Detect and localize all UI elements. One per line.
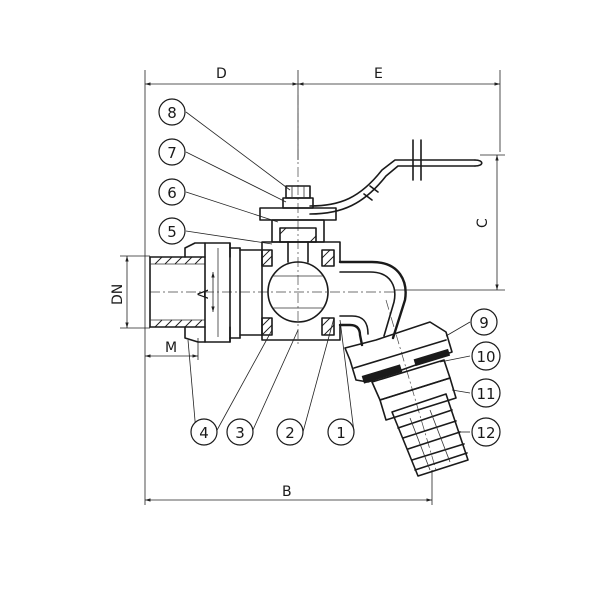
dim-label-c: C: [475, 218, 491, 228]
hose-connector: [344, 321, 469, 477]
svg-text:9: 9: [479, 314, 489, 332]
svg-text:7: 7: [167, 144, 177, 162]
part-label-2: 2: [276, 418, 304, 446]
dimension-lines: [120, 70, 505, 505]
dim-label-dn: DN: [110, 284, 126, 305]
dim-label-b: B: [282, 484, 292, 500]
center-axes: [150, 95, 437, 471]
part-label-9: 9: [470, 308, 498, 336]
part-label-5: 5: [158, 217, 186, 245]
svg-text:11: 11: [476, 385, 495, 403]
seat-hatching: [261, 249, 335, 336]
svg-text:1: 1: [336, 424, 346, 442]
leader-lines: [185, 111, 471, 433]
dim-label-m: M: [165, 340, 177, 356]
part-label-10: 10: [471, 341, 501, 371]
part-label-3: 3: [226, 418, 254, 446]
svg-text:10: 10: [476, 348, 495, 366]
svg-text:4: 4: [199, 424, 209, 442]
valve-body: [149, 185, 407, 347]
svg-text:2: 2: [285, 424, 295, 442]
inlet-hatching: [154, 256, 203, 328]
svg-text:12: 12: [476, 424, 495, 442]
svg-text:3: 3: [235, 424, 245, 442]
svg-text:5: 5: [167, 223, 177, 241]
part-label-7: 7: [158, 138, 186, 166]
part-label-1: 1: [327, 418, 355, 446]
dim-label-a: A: [196, 289, 212, 299]
svg-text:6: 6: [167, 184, 177, 202]
dim-label-e: E: [374, 66, 383, 82]
part-label-12: 12: [471, 417, 501, 447]
svg-text:8: 8: [167, 104, 177, 122]
handle-lever: [309, 139, 483, 215]
part-label-4: 4: [190, 418, 218, 446]
part-number-labels: 8 7 6 5 4 3 2 1: [158, 98, 501, 447]
dim-label-d: D: [216, 66, 227, 82]
part-label-8: 8: [158, 98, 186, 126]
ball: [267, 261, 329, 323]
part-label-6: 6: [158, 178, 186, 206]
part-label-11: 11: [471, 378, 501, 408]
